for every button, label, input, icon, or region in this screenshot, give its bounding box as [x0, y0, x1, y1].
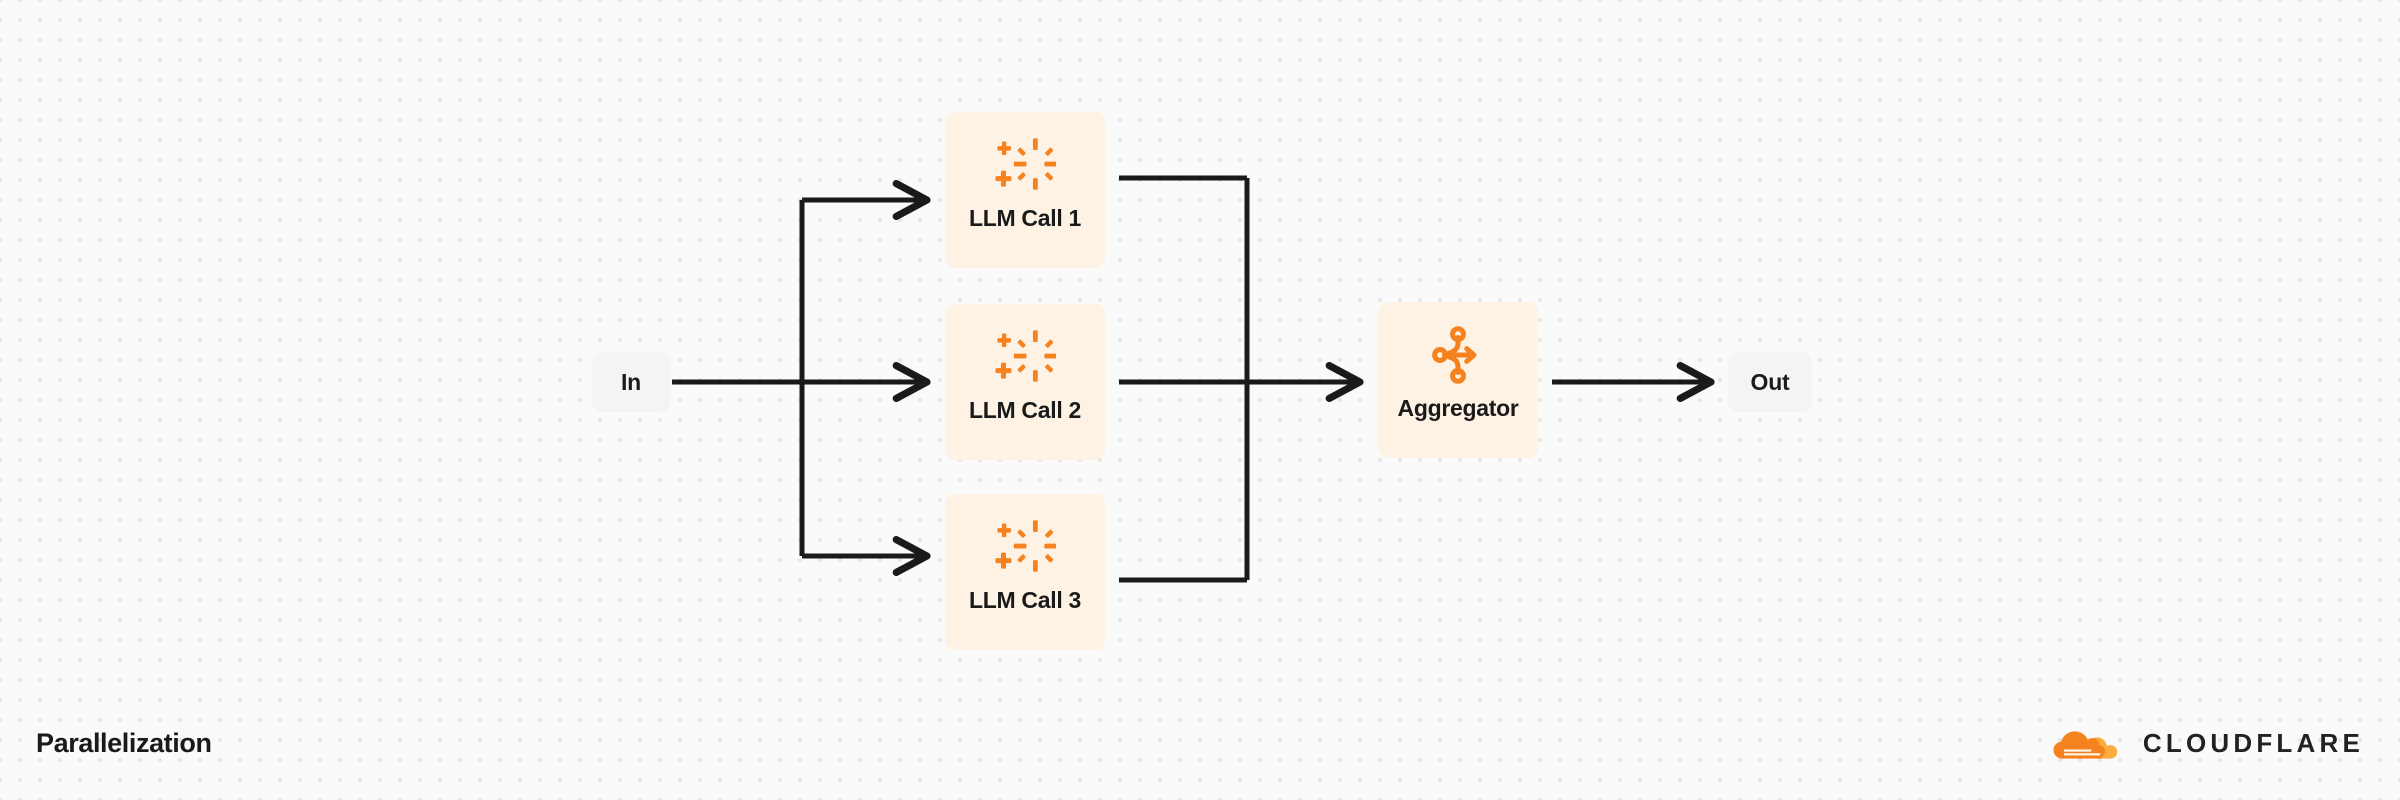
node-aggregator-label: Aggregator	[1397, 395, 1519, 421]
node-input-label: In	[620, 368, 642, 395]
node-output[interactable]: Out	[1728, 352, 1812, 412]
node-llm-call-3-label: LLM Call 3	[968, 587, 1081, 613]
ai-sparkle-icon	[995, 520, 1056, 572]
ai-sparkle-icon	[995, 138, 1056, 190]
node-llm-call-1-label: LLM Call 1	[968, 205, 1081, 231]
node-input[interactable]: In	[592, 352, 670, 412]
diagram-title: Parallelization	[36, 728, 212, 758]
node-aggregator[interactable]: Aggregator	[1378, 302, 1538, 458]
aggregator-merge-icon	[1432, 326, 1477, 384]
node-llm-call-2-label: LLM Call 2	[968, 397, 1081, 423]
ai-sparkle-icon	[995, 330, 1056, 382]
node-llm-call-1[interactable]: LLM Call 1	[945, 112, 1105, 268]
node-llm-call-3[interactable]: LLM Call 3	[945, 494, 1105, 650]
cloudflare-wordmark: CLOUDFLARE	[2142, 727, 2364, 758]
node-output-label: Out	[1750, 368, 1790, 395]
cloudflare-cloud-logo	[2053, 731, 2118, 759]
cloudflare-brand: CLOUDFLARE	[2052, 726, 2364, 760]
node-llm-call-2[interactable]: LLM Call 2	[945, 304, 1105, 460]
